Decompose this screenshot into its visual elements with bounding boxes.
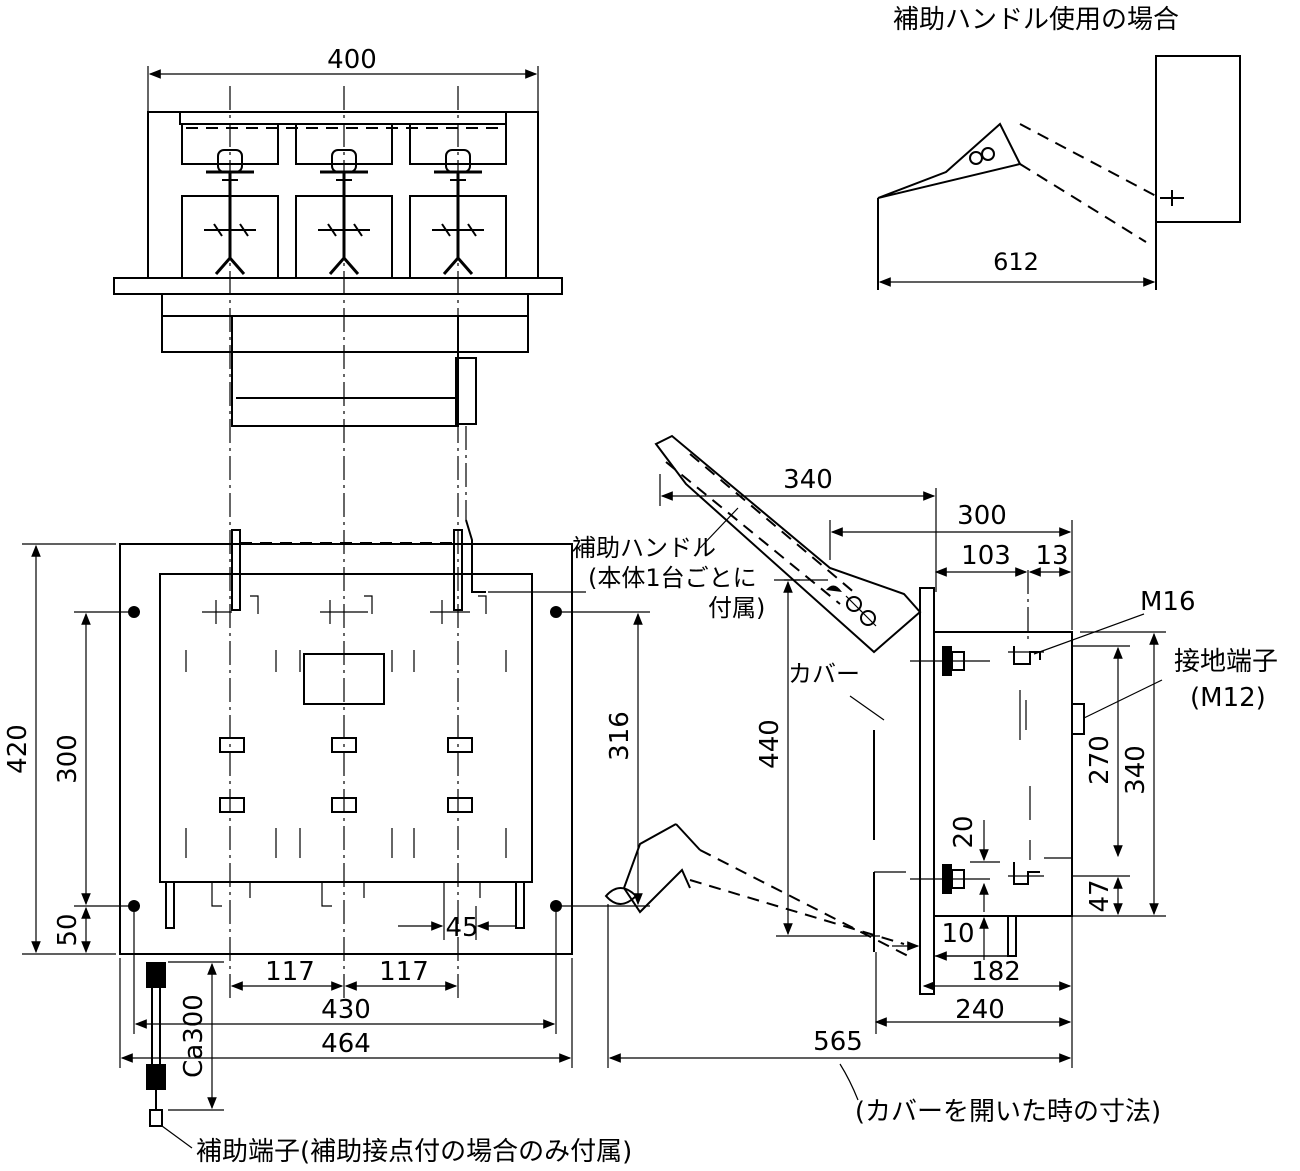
dim-420: 420 [3, 724, 33, 774]
dim-340-right: 340 [1121, 745, 1151, 795]
bottom-terminals [165, 881, 525, 929]
label-ground-terminal: 接地端子 [1174, 647, 1278, 677]
label-aux-handle-note2: 付属) [708, 594, 765, 622]
aux-handle-inset: 補助ハンドル使用の場合 612 [877, 5, 1241, 290]
front-dimensions: 420 300 50 316 45 117 117 430 464 Ca300 [3, 543, 650, 1167]
top-view: 400 [113, 45, 563, 427]
dim-13: 13 [1035, 541, 1068, 571]
aux-terminal-strip [146, 962, 166, 1127]
dim-45: 45 [445, 913, 478, 943]
label-m16: M16 [1140, 587, 1196, 617]
dim-340-top: 340 [783, 465, 833, 495]
dim-240: 240 [955, 995, 1005, 1025]
name-plate [303, 653, 385, 705]
dim-103: 103 [961, 541, 1011, 571]
dim-300: 300 [957, 501, 1007, 531]
dim-47: 47 [1085, 879, 1115, 912]
bolt-lower [910, 864, 990, 894]
dim-464: 464 [321, 1029, 371, 1059]
dim-50: 50 [53, 913, 83, 946]
dim-612: 612 [993, 248, 1039, 276]
dim-117-right: 117 [379, 957, 429, 987]
dim-440: 440 [755, 719, 785, 769]
dim-182: 182 [971, 957, 1021, 987]
dim-430: 430 [321, 995, 371, 1025]
terminal-marks [202, 595, 487, 624]
front-view [119, 519, 573, 1127]
label-cover-open-dims: (カバーを開いた時の寸法) [855, 1097, 1161, 1127]
slot-marks [185, 650, 507, 858]
dim-10: 10 [941, 919, 974, 949]
dim-ca300: Ca300 [179, 994, 209, 1078]
label-ground-size: (M12) [1190, 683, 1266, 713]
dim-400: 400 [327, 45, 377, 75]
dim-270: 270 [1085, 735, 1115, 785]
label-aux-terminal: 補助端子(補助接点付の場合のみ付属) [196, 1137, 632, 1167]
dim-300-left: 300 [53, 734, 83, 784]
label-aux-handle-case: 補助ハンドル使用の場合 [893, 5, 1179, 35]
bolt-m16 [910, 646, 990, 676]
cover-open-lower [604, 823, 913, 959]
label-aux-handle: 補助ハンドル [572, 534, 716, 562]
dim-316: 316 [605, 711, 635, 761]
bolt-blocks [219, 737, 473, 813]
side-view [604, 434, 1085, 995]
side-dimensions: 340 300 103 13 M16 接地端子 (M12) 補助ハンドル (本体… [488, 465, 1278, 1127]
dim-117-left: 117 [265, 957, 315, 987]
dim-20: 20 [949, 815, 979, 848]
label-cover: カバー [788, 660, 860, 688]
label-aux-handle-note: (本体1台ごとに [588, 564, 757, 592]
dim-565: 565 [813, 1027, 863, 1057]
